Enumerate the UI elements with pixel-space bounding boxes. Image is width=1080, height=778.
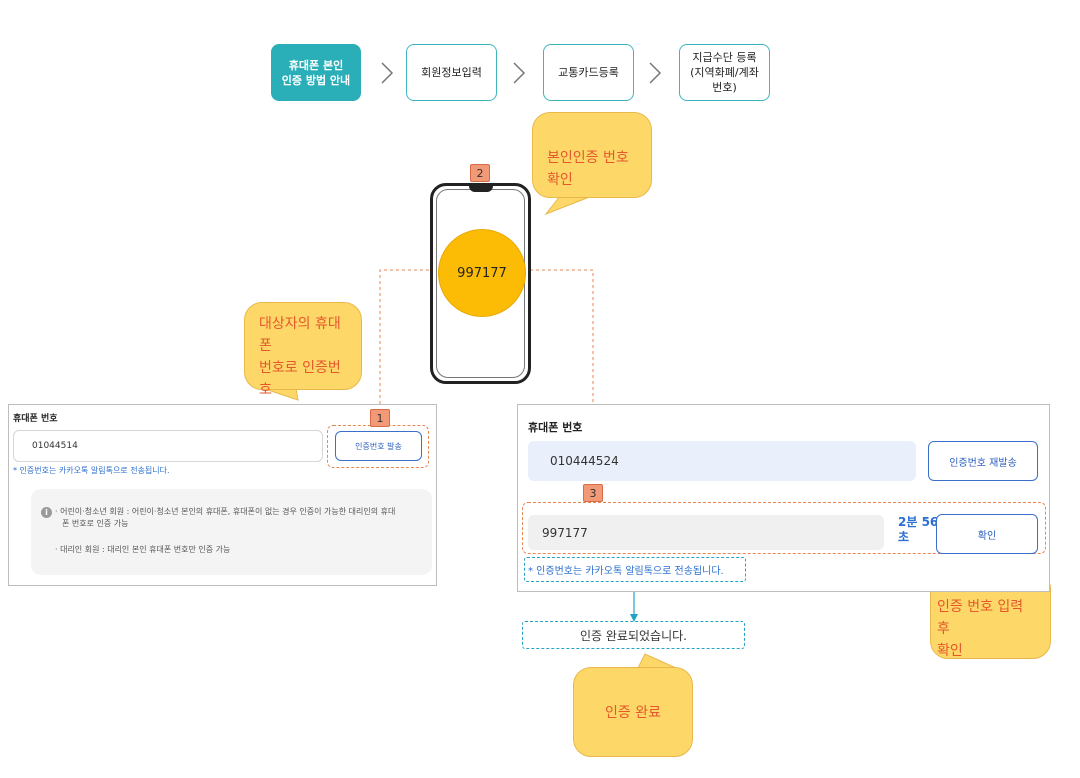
info-line-proxy: · 대리인 회원 : 대리인 본인 휴대폰 번호만 인증 가능 [55,545,231,554]
step-member-info: 회원정보입력 [406,44,497,101]
chevron-right-icon [513,62,526,84]
step-badge-1: 1 [370,409,390,427]
phone-number-input[interactable]: 010444524 [528,441,916,481]
phone-number-value: 010444524 [550,454,619,468]
step-badge-3: 3 [583,484,603,502]
step-badge-2: 2 [470,164,490,182]
info-icon: i [41,507,52,518]
resend-code-button[interactable]: 인증번호 재발송 [928,441,1038,481]
send-code-button[interactable]: 인증번호 발송 [335,431,422,461]
phone-number-input[interactable]: 01044514 [13,430,323,462]
verification-code-display: 997177 [438,229,526,317]
step-phone-auth-guide: 휴대폰 본인 인증 방법 안내 [271,44,361,101]
info-line-youth: · 어린이·청소년 회원 : 어린이·청소년 본인의 휴대폰, 휴대폰이 없는 … [55,507,396,516]
verification-code: 997177 [457,265,507,281]
flow-line [379,269,440,410]
info-box: i · 어린이·청소년 회원 : 어린이·청소년 본인의 휴대폰, 휴대폰이 없… [31,489,432,575]
arrow-head [630,614,638,622]
phone-number-value: 01044514 [32,441,78,451]
confirm-button[interactable]: 확인 [936,514,1038,554]
callout-tail [544,195,593,216]
callout-complete: 인증 완료 [573,667,693,757]
notice-highlight [524,557,746,582]
phone-number-label: 휴대폰 번호 [528,421,583,434]
kakao-notice: * 인증번호는 카카오톡 알림톡으로 전송됩니다. [13,466,170,475]
callout-verify-code: 본인인증 번호 확인 [532,112,652,198]
verification-code-input[interactable]: 997177 [528,515,884,550]
countdown-timer: 2분 56 초 [898,515,939,544]
info-line-youth-cont: 폰 번호로 인증 가능 [62,519,129,528]
verification-code-value: 997177 [542,525,588,540]
left-phone-panel: 휴대폰 번호 01044514 인증번호 발송 * 인증번호는 카카오톡 알림톡… [8,404,437,586]
kakao-notice: * 인증번호는 카카오톡 알림톡으로 전송됩니다. [528,566,724,577]
callout-tail [637,653,677,669]
right-phone-panel: 휴대폰 번호 010444524 인증번호 재발송 997177 2분 56 초… [517,404,1050,592]
phone-number-label: 휴대폰 번호 [13,414,58,424]
callout-send-code: 대상자의 휴대폰 번호로 인증번호 발송 [244,302,362,420]
flow-line [524,269,594,479]
chevron-right-icon [649,62,662,84]
completion-message: 인증 완료되었습니다. [522,621,745,649]
code-entry-highlight [522,502,1046,554]
completion-text: 인증 완료되었습니다. [580,628,687,643]
step-payment-method: 지급수단 등록 (지역화폐/계좌 번호) [679,44,770,101]
chevron-right-icon [381,62,394,84]
phone-notch [469,184,493,192]
step-transit-card: 교통카드등록 [543,44,634,101]
